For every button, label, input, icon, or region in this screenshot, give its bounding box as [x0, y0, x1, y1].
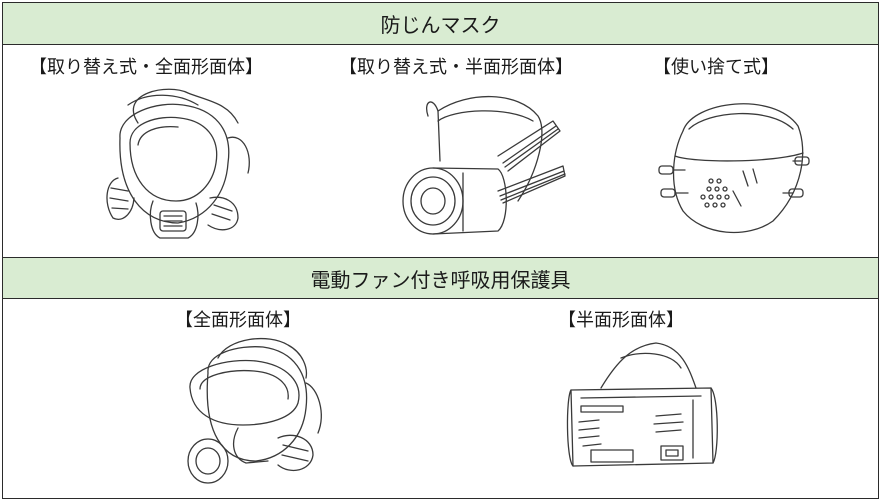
powered-half-face-respirator-icon: [566, 342, 718, 467]
section-title: 電動ファン付き呼吸用保護具: [310, 267, 571, 292]
disposable-mask-icon: [658, 103, 810, 234]
label-disposable: 【使い捨て式】: [653, 57, 779, 78]
powered-full-face-respirator-icon: [187, 337, 322, 484]
section-header-dust-mask: 防じんマスク: [3, 3, 878, 45]
full-face-respirator-icon: [106, 88, 250, 239]
label-half-face: 【半面形面体】: [558, 310, 684, 331]
section-header-powered-respirator: 電動ファン付き呼吸用保護具: [3, 257, 878, 299]
label-replaceable-half-face: 【取り替え式・半面形面体】: [339, 57, 573, 78]
label-full-face: 【全面形面体】: [175, 310, 301, 331]
half-face-respirator-icon: [402, 95, 566, 235]
label-replaceable-full-face: 【取り替え式・全面形面体】: [29, 57, 263, 78]
section-title: 防じんマスク: [380, 13, 501, 37]
